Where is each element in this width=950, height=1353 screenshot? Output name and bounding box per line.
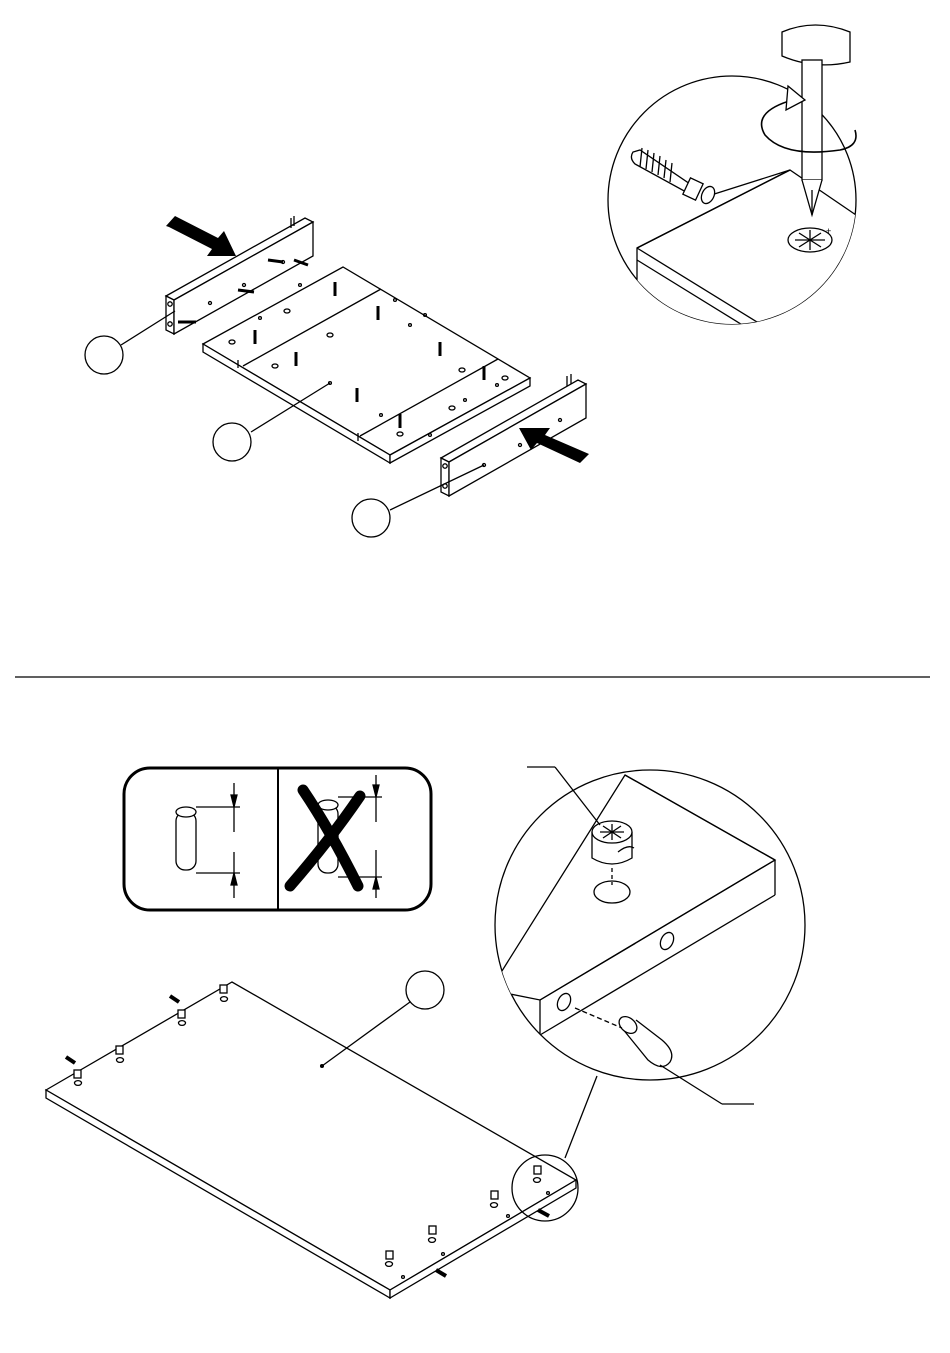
push-arrow-left-icon [166,216,236,256]
dowel-depth-check [124,768,431,910]
base-panel [203,267,530,463]
part-callout-side-rail-left [85,311,175,374]
detail-cam-and-dowel [490,767,805,1104]
step-top: + [85,25,900,537]
top-panel [46,982,576,1298]
step-bottom [46,767,805,1298]
cam-lock-housing-icon [592,821,634,864]
detail-screwdriver-cam: + [608,25,900,400]
svg-text:+: + [826,226,831,236]
